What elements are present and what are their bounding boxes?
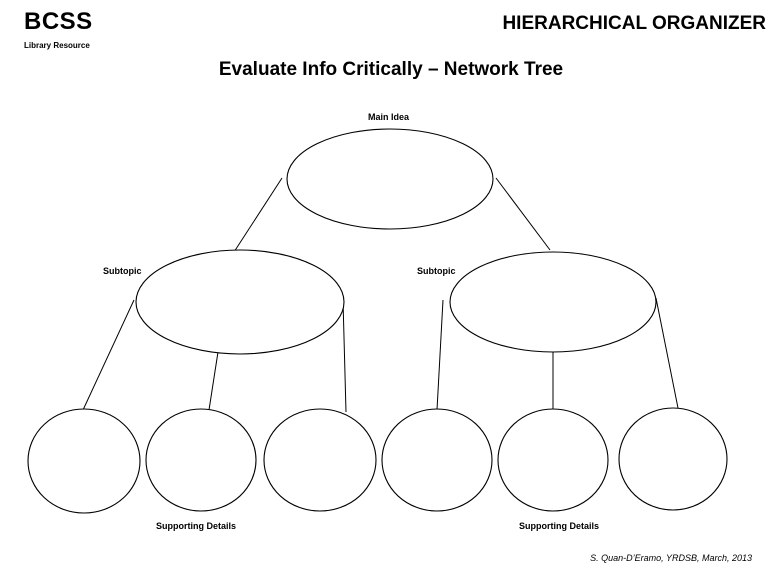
supporting-details-label-left: Supporting Details xyxy=(156,521,237,531)
main-idea-label: Main Idea xyxy=(368,112,410,122)
main-idea-oval xyxy=(286,128,494,230)
supporting-detail-oval-6 xyxy=(618,407,728,511)
supporting-detail-oval-4 xyxy=(381,408,493,512)
supporting-detail-oval-3 xyxy=(263,408,377,512)
connector-right-subtopic-to-detail-6 xyxy=(655,297,679,409)
connector-right-subtopic-to-detail-4 xyxy=(436,299,444,411)
connector-main-to-left-subtopic xyxy=(233,177,283,253)
subtopic-label-right: Subtopic xyxy=(417,266,456,276)
supporting-detail-oval-5 xyxy=(497,408,609,512)
connector-left-subtopic-to-detail-1 xyxy=(82,299,135,411)
page-title: Evaluate Info Critically – Network Tree xyxy=(218,59,564,80)
supporting-detail-oval-2 xyxy=(145,408,257,512)
subtopic-oval-right xyxy=(449,251,657,353)
subtopic-label-left: Subtopic xyxy=(103,266,142,276)
brand-logo: BCSS xyxy=(24,8,93,35)
organizer-type-heading: HIERARCHICAL ORGANIZER xyxy=(502,13,766,34)
supporting-detail-oval-1 xyxy=(27,408,141,514)
supporting-details-label-right: Supporting Details xyxy=(519,521,600,531)
subtopic-oval-left xyxy=(135,249,345,355)
brand-subtitle: Library Resource xyxy=(24,41,90,50)
author-credit: S. Quan-D’Eramo, YRDSB, March, 2013 xyxy=(590,553,752,563)
connector-left-subtopic-to-detail-3 xyxy=(342,299,347,413)
connector-left-subtopic-to-detail-2 xyxy=(208,351,219,411)
connector-main-to-right-subtopic xyxy=(495,177,551,251)
